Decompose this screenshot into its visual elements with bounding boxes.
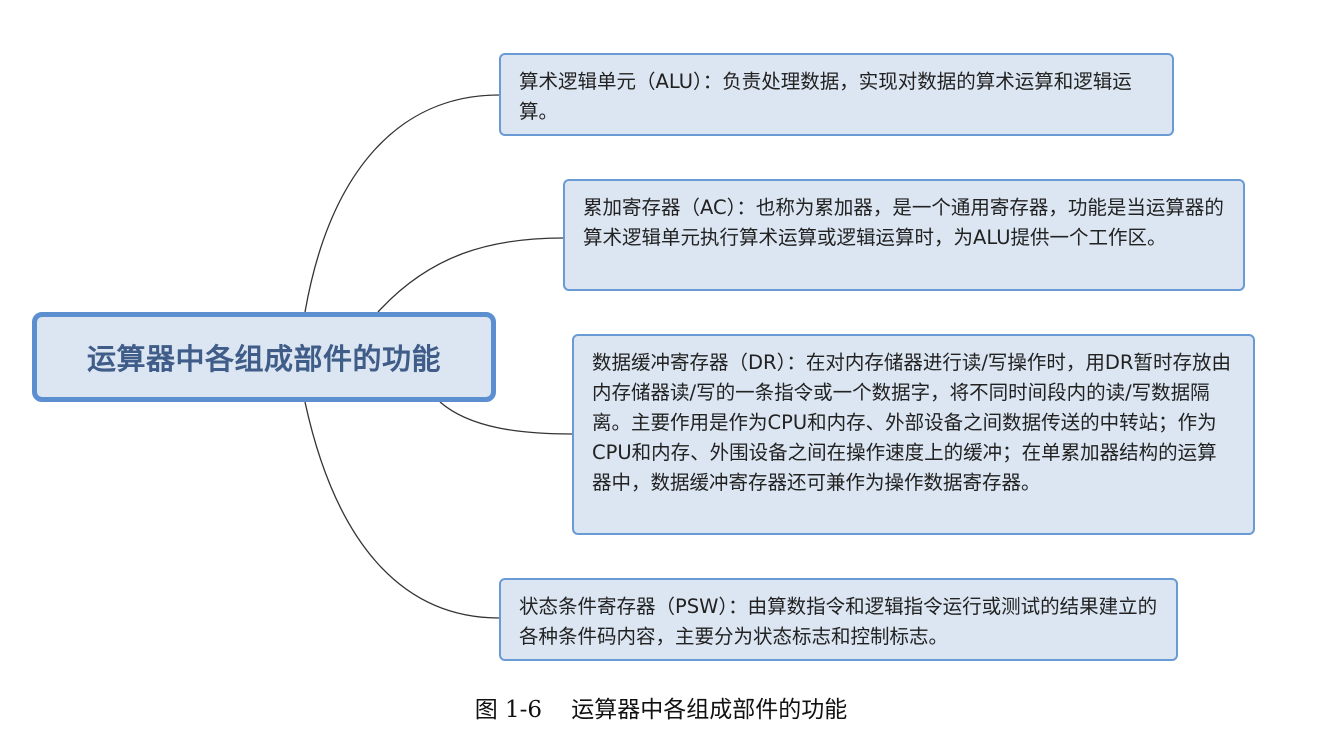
connector-to-alu	[304, 94, 500, 313]
root-topic: 运算器中各组成部件的功能	[32, 312, 496, 402]
topic-status-register-text: 状态条件寄存器（PSW）：由算数指令和逻辑指令运行或测试的结果建立的各种条件码内…	[519, 595, 1158, 648]
root-topic-label: 运算器中各组成部件的功能	[86, 342, 441, 376]
connector-to-ac	[377, 237, 564, 313]
topic-alu: 算术逻辑单元（ALU）：负责处理数据，实现对数据的算术运算和逻辑运算。	[499, 53, 1174, 136]
topic-accumulator: 累加寄存器（AC）：也称为累加器，是一个通用寄存器，功能是当运算器的算术逻辑单元…	[563, 179, 1245, 291]
connector-to-dr	[439, 401, 573, 435]
topic-accumulator-text: 累加寄存器（AC）：也称为累加器，是一个通用寄存器，功能是当运算器的算术逻辑单元…	[583, 196, 1224, 249]
topic-status-register: 状态条件寄存器（PSW）：由算数指令和逻辑指令运行或测试的结果建立的各种条件码内…	[499, 578, 1178, 661]
figure-caption: 图 1-6 运算器中各组成部件的功能	[474, 697, 848, 723]
connector-to-psw	[304, 401, 500, 619]
topic-data-register: 数据缓冲寄存器（DR）：在对内存储器进行读/写操作时，用DR暂时存放由内存储器读…	[572, 334, 1255, 535]
topic-alu-text: 算术逻辑单元（ALU）：负责处理数据，实现对数据的算术运算和逻辑运算。	[519, 70, 1132, 123]
topic-data-register-text: 数据缓冲寄存器（DR）：在对内存储器进行读/写操作时，用DR暂时存放由内存储器读…	[592, 351, 1231, 494]
